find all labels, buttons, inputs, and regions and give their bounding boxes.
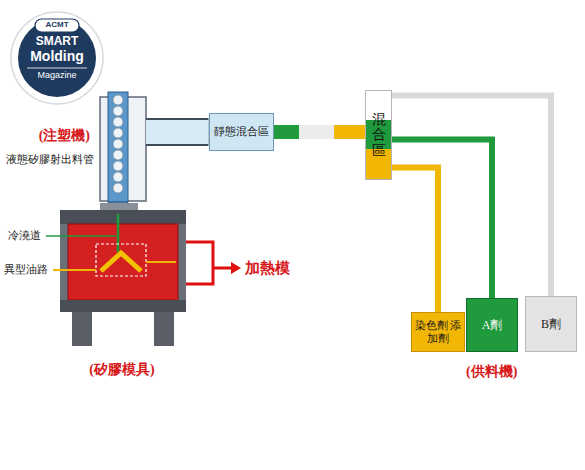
logo-badge bbox=[18, 19, 96, 97]
logo-text: Molding bbox=[30, 49, 84, 64]
group-caption: (供料機) bbox=[466, 364, 517, 379]
heating-arrow bbox=[213, 267, 232, 270]
tie-bar bbox=[178, 224, 186, 300]
top-platen bbox=[60, 210, 186, 224]
additive-tank: 染色劑 添加劑 bbox=[411, 312, 465, 352]
group-heading: (注塑機) bbox=[39, 127, 90, 145]
part-name: 加熱模 bbox=[245, 260, 290, 277]
screw-ball bbox=[113, 128, 123, 138]
cold-runner bbox=[117, 214, 120, 252]
feed-pipe bbox=[146, 120, 209, 144]
supply-line bbox=[392, 95, 551, 296]
box-label: B劑 bbox=[541, 317, 561, 331]
agent-b-tank: B劑 bbox=[525, 296, 577, 352]
silicone-part bbox=[101, 253, 141, 271]
group-heading: (矽膠模具) bbox=[89, 361, 154, 379]
arrow-head bbox=[231, 262, 241, 274]
screw-column bbox=[108, 92, 128, 202]
screw-ball bbox=[113, 117, 123, 127]
silicone-mold: (矽膠模具) bbox=[58, 207, 186, 347]
box-label: 混合區 bbox=[372, 112, 386, 158]
screw-ball bbox=[113, 106, 123, 116]
logo-text: SMART bbox=[36, 35, 79, 48]
logo-text: Magazine bbox=[37, 71, 76, 81]
oil-channel bbox=[53, 269, 96, 271]
logo-rule bbox=[27, 68, 87, 69]
feed-pipe bbox=[146, 118, 209, 146]
press-leg bbox=[154, 312, 174, 346]
screw-ball bbox=[113, 172, 123, 182]
supply-line bbox=[392, 167, 438, 312]
heating-loop bbox=[186, 242, 213, 284]
mix-pipe bbox=[274, 132, 366, 133]
agent-a-tank: A劑 bbox=[466, 298, 518, 352]
feed-pipe bbox=[146, 132, 209, 133]
injection-barrel: (注塑機) bbox=[100, 97, 146, 201]
mix-pipe bbox=[274, 125, 366, 139]
supply-line bbox=[392, 140, 492, 299]
supply-line bbox=[392, 140, 492, 299]
screw-ball bbox=[113, 161, 123, 171]
part-name: 液態矽膠射出料管 bbox=[6, 153, 94, 165]
logo-ring bbox=[11, 12, 103, 104]
logo-pill bbox=[35, 19, 79, 32]
supply-line bbox=[392, 167, 438, 312]
box-label: 染色劑 添加劑 bbox=[412, 319, 464, 345]
box-label: 靜態混合區 bbox=[214, 125, 269, 138]
oil-channel bbox=[146, 261, 176, 263]
cavity-outline bbox=[96, 244, 146, 276]
static-mixer-box: 靜態混合區 bbox=[209, 113, 274, 151]
sprue-bush bbox=[100, 203, 138, 211]
screw-ball bbox=[113, 139, 123, 149]
screw-balls bbox=[113, 95, 123, 193]
box-label: A劑 bbox=[482, 318, 503, 332]
press-leg bbox=[72, 312, 92, 346]
leader-line bbox=[46, 235, 116, 237]
screw-ball bbox=[113, 95, 123, 105]
bottom-platen bbox=[60, 300, 186, 312]
screw-ball bbox=[113, 150, 123, 160]
screw-ball bbox=[113, 183, 123, 193]
part-name: 冷澆道 bbox=[8, 229, 41, 241]
supply-line bbox=[392, 95, 551, 296]
logo-text: ACMT bbox=[45, 21, 68, 30]
part-name: 異型油路 bbox=[4, 263, 48, 275]
mixing-zone-box: 混合區 bbox=[365, 90, 392, 180]
